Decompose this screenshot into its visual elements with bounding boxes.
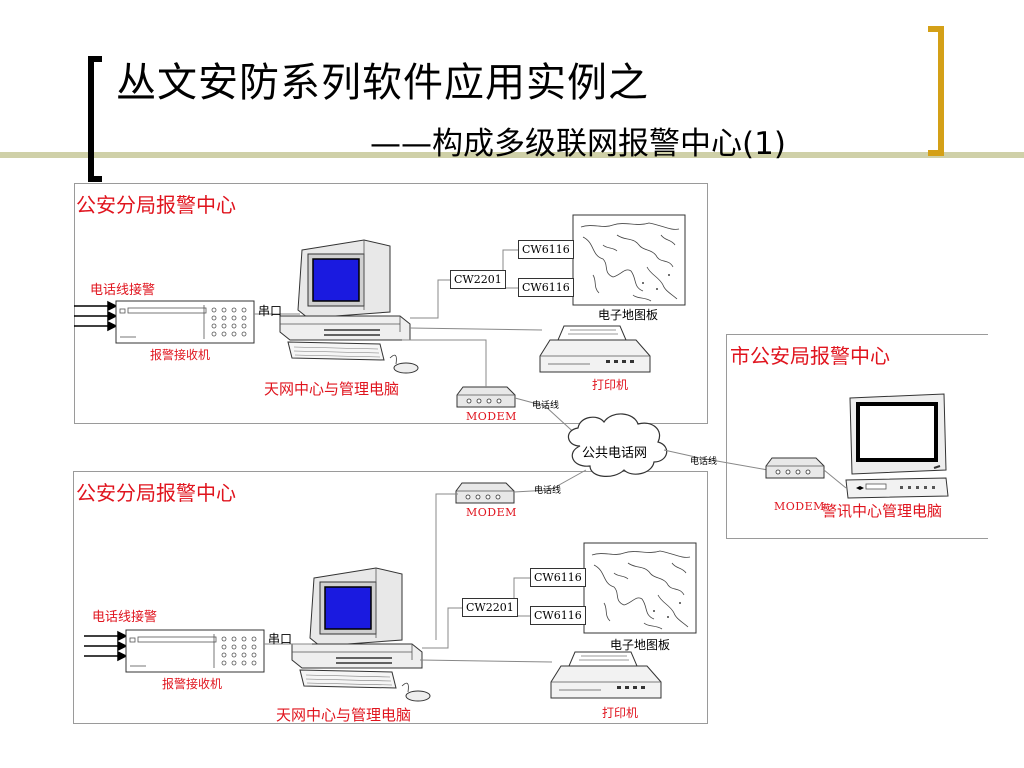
top-receiver-label: 报警接收机: [150, 348, 211, 362]
top-map-label: 电子地图板: [598, 308, 659, 322]
top-modem-label: MODEM: [466, 410, 517, 423]
bottom-map-label: 电子地图板: [610, 638, 671, 652]
top-phone-input-label: 电话线接警: [90, 283, 156, 298]
top-cw6116-box-b: CW6116: [518, 278, 574, 297]
bottom-serial-label: 串口: [268, 632, 293, 646]
bottom-cw6116-box-a: CW6116: [530, 568, 586, 587]
page-subtitle: ——构成多级联网报警中心(1): [370, 126, 786, 162]
bottom-phone-line-label: 电话线: [534, 486, 562, 496]
bottom-modem-label: MODEM: [466, 506, 517, 519]
pstn-label: 公共电话网: [582, 446, 648, 461]
pstn-cloud: [567, 413, 668, 477]
top-panel-heading: 公安分局报警中心: [76, 193, 236, 217]
bottom-cw6116-box-b: CW6116: [530, 606, 586, 625]
bottom-phone-input-label: 电话线接警: [92, 610, 158, 625]
bottom-printer-label: 打印机: [602, 706, 639, 720]
page-title: 丛文安防系列软件应用实例之: [116, 60, 649, 106]
bottom-receiver-label: 报警接收机: [162, 677, 223, 691]
city-computer-label: 警讯中心管理电脑: [822, 502, 943, 520]
top-cw2201-box: CW2201: [450, 270, 506, 289]
bottom-computer-label: 天网中心与管理电脑: [276, 706, 412, 724]
left-bracket: [88, 56, 102, 182]
pstn-phone-line-label: 电话线: [690, 457, 718, 467]
top-computer-label: 天网中心与管理电脑: [264, 380, 400, 398]
city-modem-label: MODEM: [774, 500, 825, 513]
right-bracket: [928, 26, 944, 156]
top-phone-line-label: 电话线: [532, 401, 560, 411]
top-serial-label: 串口: [258, 304, 283, 318]
city-panel-heading: 市公安局报警中心: [730, 344, 890, 368]
top-printer-label: 打印机: [592, 378, 629, 392]
top-cw6116-box-a: CW6116: [518, 240, 574, 259]
header-accent-bar: [0, 152, 1024, 158]
bottom-cw2201-box: CW2201: [462, 598, 518, 617]
bottom-panel-heading: 公安分局报警中心: [76, 481, 236, 505]
